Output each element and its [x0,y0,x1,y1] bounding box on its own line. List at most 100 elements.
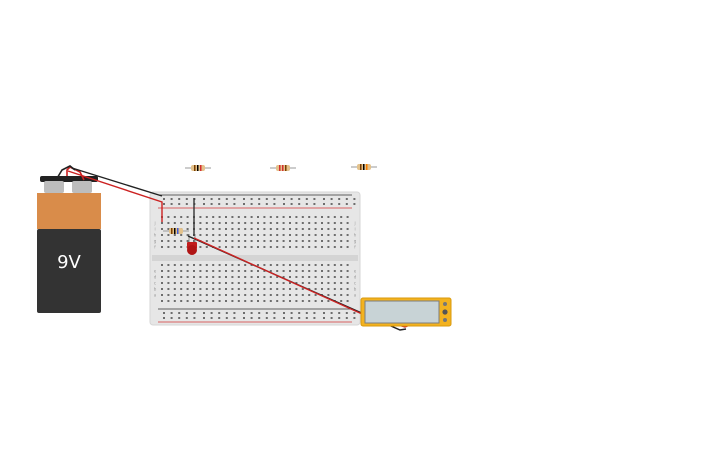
terminal-hole[interactable] [237,270,240,272]
terminal-hole[interactable] [167,228,170,230]
led-red[interactable] [187,234,197,255]
terminal-hole[interactable] [263,264,266,266]
rail-hole[interactable] [283,317,285,319]
rail-hole[interactable] [283,198,285,200]
terminal-hole[interactable] [321,270,323,272]
terminal-hole[interactable] [340,228,343,230]
terminal-hole[interactable] [212,228,215,230]
terminal-hole[interactable] [205,270,208,272]
terminal-hole[interactable] [346,216,349,218]
rail-hole[interactable] [323,198,325,200]
rail-hole[interactable] [170,198,173,200]
terminal-hole[interactable] [263,300,266,302]
terminal-hole[interactable] [205,264,208,266]
rail-hole[interactable] [163,203,165,205]
terminal-hole[interactable] [301,270,304,272]
rail-hole[interactable] [170,312,173,314]
terminal-hole[interactable] [180,264,183,266]
rail-hole[interactable] [210,203,213,205]
terminal-hole[interactable] [173,246,176,248]
terminal-hole[interactable] [263,240,266,242]
terminal-hole[interactable] [327,216,330,218]
rail-hole[interactable] [203,198,205,200]
multimeter-dial[interactable] [442,309,448,315]
multimeter[interactable] [360,297,452,327]
terminal-hole[interactable] [257,222,259,224]
terminal-hole[interactable] [225,276,227,278]
terminal-hole[interactable] [212,294,215,296]
terminal-hole[interactable] [289,276,291,278]
rail-hole[interactable] [193,312,196,314]
terminal-hole[interactable] [167,246,170,248]
terminal-hole[interactable] [161,228,163,230]
terminal-hole[interactable] [340,288,343,290]
terminal-hole[interactable] [282,276,285,278]
terminal-hole[interactable] [295,222,298,224]
terminal-hole[interactable] [231,222,234,224]
terminal-hole[interactable] [340,270,343,272]
rail-hole[interactable] [210,312,213,314]
rail-hole[interactable] [225,312,228,314]
terminal-hole[interactable] [225,282,227,284]
terminal-hole[interactable] [263,288,266,290]
terminal-hole[interactable] [295,264,298,266]
rail-hole[interactable] [250,198,253,200]
rail-hole[interactable] [338,312,341,314]
rail-hole[interactable] [250,312,253,314]
terminal-hole[interactable] [308,282,311,284]
rail-hole[interactable] [345,203,348,205]
terminal-hole[interactable] [346,294,349,296]
terminal-hole[interactable] [167,300,170,302]
terminal-hole[interactable] [173,264,176,266]
terminal-hole[interactable] [186,276,189,278]
terminal-hole[interactable] [186,216,189,218]
terminal-hole[interactable] [295,270,298,272]
terminal-hole[interactable] [199,228,202,230]
rail-hole[interactable] [178,317,181,319]
terminal-hole[interactable] [186,300,189,302]
rail-hole[interactable] [265,317,268,319]
terminal-hole[interactable] [212,270,215,272]
terminal-hole[interactable] [289,300,291,302]
rail-hole[interactable] [233,317,236,319]
rail-hole[interactable] [170,317,173,319]
terminal-hole[interactable] [205,294,208,296]
wire-battery-black-to-rail[interactable] [71,167,163,197]
rail-hole[interactable] [353,312,356,314]
rail-hole[interactable] [290,317,293,319]
terminal-hole[interactable] [346,240,349,242]
terminal-hole[interactable] [231,270,234,272]
terminal-hole[interactable] [231,282,234,284]
terminal-hole[interactable] [346,228,349,230]
terminal-hole[interactable] [186,234,189,236]
terminal-hole[interactable] [295,216,298,218]
terminal-hole[interactable] [193,240,195,242]
terminal-hole[interactable] [321,222,323,224]
rail-hole[interactable] [345,317,348,319]
terminal-hole[interactable] [327,282,330,284]
terminal-hole[interactable] [314,222,317,224]
terminal-hole[interactable] [244,288,247,290]
terminal-hole[interactable] [314,282,317,284]
terminal-hole[interactable] [161,234,163,236]
terminal-hole[interactable] [321,264,323,266]
rail-hole[interactable] [225,198,228,200]
terminal-hole[interactable] [250,222,253,224]
terminal-hole[interactable] [161,246,163,248]
terminal-hole[interactable] [269,222,272,224]
rail-hole[interactable] [290,203,293,205]
terminal-hole[interactable] [301,288,304,290]
terminal-hole[interactable] [231,294,234,296]
terminal-hole[interactable] [276,264,279,266]
terminal-hole[interactable] [308,240,311,242]
terminal-hole[interactable] [333,234,336,236]
terminal-hole[interactable] [231,264,234,266]
terminal-hole[interactable] [263,294,266,296]
terminal-hole[interactable] [263,228,266,230]
rail-hole[interactable] [225,203,228,205]
terminal-hole[interactable] [327,294,330,296]
rail-hole[interactable] [170,203,173,205]
terminal-hole[interactable] [333,294,336,296]
terminal-hole[interactable] [231,234,234,236]
